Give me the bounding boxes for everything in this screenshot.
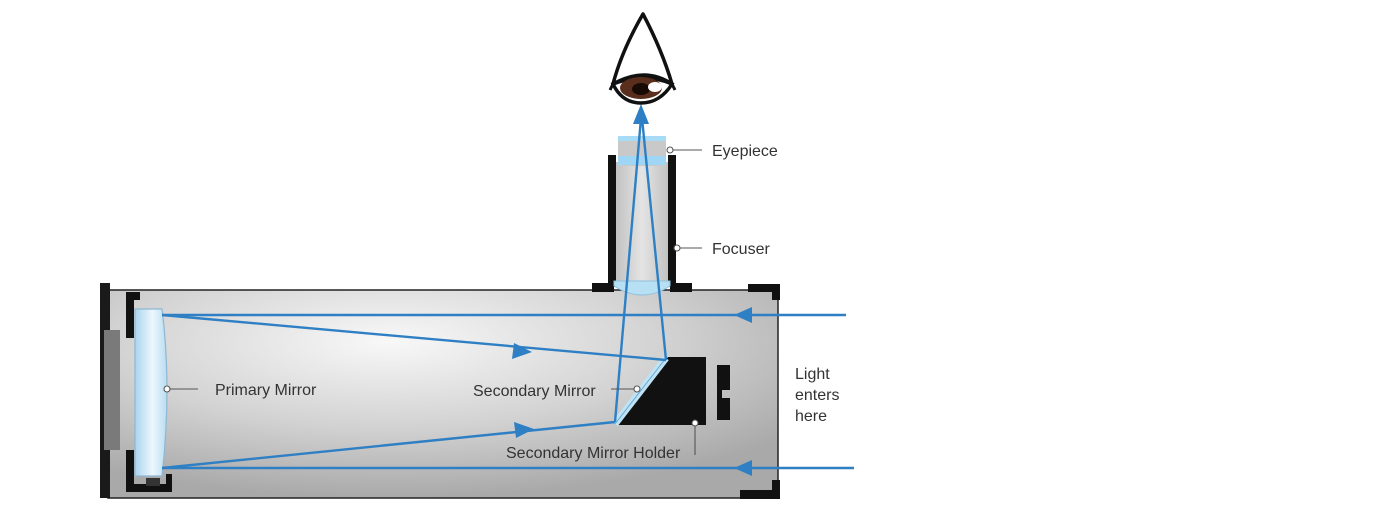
eyepiece-top-lens bbox=[618, 136, 666, 141]
tube-front-bracket-bottom bbox=[740, 480, 780, 499]
ray-arrows bbox=[512, 104, 752, 476]
eyepiece-ray-right bbox=[640, 117, 668, 361]
primary-mirror-cell bbox=[126, 292, 172, 492]
label-primary-mirror: Primary Mirror bbox=[215, 382, 317, 399]
label-light-enters-line3: here bbox=[795, 408, 827, 425]
label-secondary-mirror-holder: Secondary Mirror Holder bbox=[506, 445, 681, 462]
focuser-base-right bbox=[670, 283, 692, 292]
arrow-to-eye bbox=[633, 104, 649, 124]
focuser-wall-right bbox=[668, 155, 676, 287]
arrow-reflected-top bbox=[512, 343, 532, 359]
holder-clip bbox=[717, 365, 730, 420]
focuser-base-left bbox=[592, 283, 614, 292]
focuser-wall-left bbox=[608, 155, 616, 287]
reflected-ray-bottom bbox=[161, 420, 616, 470]
label-light-enters-line1: Light bbox=[795, 366, 830, 383]
tube-back-cap-inner bbox=[104, 330, 120, 450]
focuser-assembly bbox=[592, 136, 692, 296]
label-secondary-mirror: Secondary Mirror bbox=[473, 383, 596, 400]
leader-lines bbox=[163, 146, 702, 455]
label-focuser: Focuser bbox=[712, 241, 770, 258]
arrow-incoming-bottom bbox=[734, 460, 752, 476]
holder-block bbox=[617, 357, 706, 425]
reflected-ray-top bbox=[161, 313, 667, 362]
eye-icon bbox=[608, 12, 677, 105]
secondary-mirror-holder bbox=[617, 357, 730, 425]
eyepiece-ray-left bbox=[613, 117, 643, 423]
focuser-tube bbox=[612, 162, 672, 286]
label-light-enters-line2: enters bbox=[795, 387, 839, 404]
eyepiece-lens bbox=[618, 156, 666, 165]
focuser-lens bbox=[613, 280, 671, 296]
primary-mirror bbox=[134, 308, 168, 477]
arrow-reflected-bottom bbox=[514, 422, 534, 438]
tube-front-bracket-top bbox=[748, 284, 780, 300]
arrow-incoming-top bbox=[734, 307, 752, 323]
label-eyepiece: Eyepiece bbox=[712, 143, 778, 160]
